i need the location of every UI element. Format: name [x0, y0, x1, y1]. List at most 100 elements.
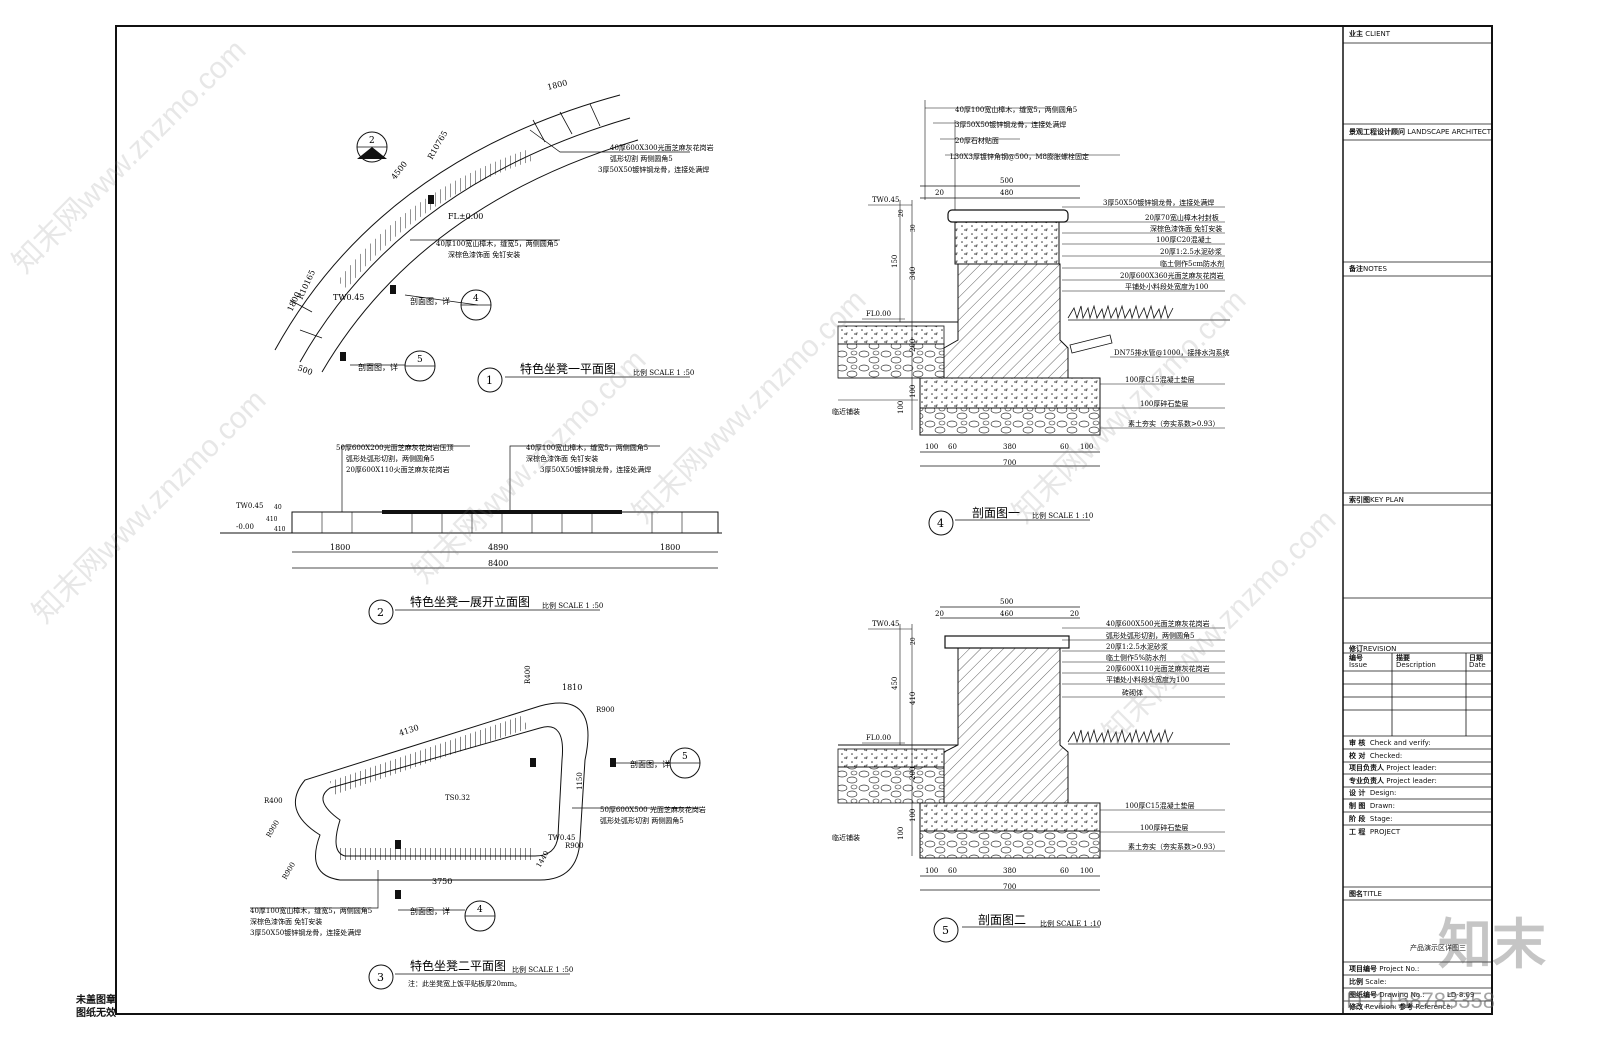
elev2-vdim-0: 40 [274, 504, 282, 511]
sec4-note-r11: 素土夯实（夯实系数>0.93） [1128, 419, 1219, 428]
tb-revision: 修订REVISION [1349, 645, 1396, 654]
sec4-top-dim-2: 480 [1000, 189, 1013, 197]
sec4-bottom-dim-2: 380 [1003, 443, 1016, 451]
sec5-note-r1: 弧形处弧形切割，两侧圆角5 [1106, 631, 1194, 640]
elev2-vdim-1: 410 [266, 516, 278, 523]
plan3-radius-5: R900 [265, 819, 281, 839]
plan3-note-l2: 3厚50X50镀锌钢龙骨，连接处满焊 [250, 928, 361, 937]
tb-client: 业主 CLIENT [1349, 30, 1390, 39]
tb-sign-row: 设 计 Design: [1349, 789, 1396, 798]
plan1-note-a1: 弧形切割 两侧圆角5 [610, 154, 673, 163]
sec4-left-fl: FL0.00 [866, 310, 891, 318]
tb-project-no-cn: 项目编号 [1349, 965, 1377, 973]
plan1-title: 特色坐凳一平面图 [520, 361, 616, 376]
tb-reference-en: Reference: [1415, 1003, 1453, 1011]
tb-sign-3-cn: 专业负责人 [1349, 777, 1384, 785]
tb-rev-col-desc-cn: 描要 [1396, 654, 1410, 662]
tb-sign-2-en: Project leader: [1386, 764, 1437, 772]
plan3-dim-1810: 1810 [562, 683, 582, 692]
tb-sign-1-en: Checked: [1369, 752, 1403, 760]
elev2-note-l2: 20厚600X110火面芝麻灰花岗岩 [346, 465, 450, 474]
tb-architect-en: LANDSCAPE ARCHITECT [1407, 128, 1492, 136]
sec4-top-dim-1: 500 [1000, 177, 1013, 185]
sec5-bottom-dim-4: 100 [1080, 867, 1093, 875]
elev2-note-r2: 3厚50X50镀锌钢龙骨，连接处满焊 [540, 465, 651, 474]
elev2-note-l0: 50厚600X200光面芝麻灰花岗岩压顶 [336, 443, 454, 452]
plan3-bubble-4: 4 [477, 905, 483, 915]
sec4-note-r3: 100厚C20混凝土 [1156, 235, 1212, 244]
plan3-radius-4: R400 [524, 665, 532, 684]
plan3-note-l0: 40厚100宽山樟木，缝宽5，两侧圆角5 [250, 906, 372, 915]
plan1-ref-a: 剖面图，详 [410, 296, 450, 306]
tb-revision-cn: 修订 [1349, 645, 1363, 653]
plan1-fl: FL±0.00 [448, 212, 483, 221]
sec5-note-r6: 砖砌体 [1122, 688, 1143, 697]
plan1-dim-1800-top: 1800 [546, 78, 568, 92]
tb-architect-cn: 景观工程设计顾问 [1349, 128, 1405, 136]
sec5-note-r3: 临土侧作5%防水剂 [1106, 653, 1166, 662]
tb-sign-row: 校 对 Checked: [1349, 752, 1402, 761]
sec4-note-r2: 深棕色漆饰面 免钉安装 [1150, 224, 1222, 233]
plan3-number: 3 [377, 971, 384, 984]
tb-sign-6-cn: 阶 段 [1349, 815, 1366, 823]
plan1-number: 1 [486, 374, 493, 387]
watermark-logo: 知末 [1438, 915, 1546, 975]
sec4-note-r5: 临土侧作5cm防水剂 [1160, 259, 1224, 268]
tb-keyplan: 索引图KEY PLAN [1349, 496, 1404, 505]
sec4-vdim-2: 150 [891, 255, 899, 268]
tb-rev-col-date-en: Date [1469, 661, 1486, 669]
sec4-note-r0: 3厚50X50镀锌钢龙骨，连接处满焊 [1103, 198, 1214, 207]
plan1-bubble-5: 5 [417, 355, 423, 365]
plan-3: 4130 1810 3750 1440 1150 R400 R900 R900 … [250, 665, 706, 990]
sec4-bottom-dim-4: 100 [1080, 443, 1093, 451]
sec4-note-top1: 3厚50X50镀锌钢龙骨，连接处满焊 [955, 120, 1066, 129]
sec5-bottom-dim-0: 100 [925, 867, 938, 875]
tb-revision-no-cn: 修改 [1349, 1003, 1363, 1011]
sec4-vdim-5: 100 [909, 385, 917, 398]
plan3-dim-1440: 1440 [535, 850, 551, 869]
titleblock-grid [1343, 42, 1492, 1002]
tb-project-cn: 工 程 [1349, 828, 1366, 836]
sec4-title: 剖面图一 [972, 506, 1020, 520]
elev2-base: -0.00 [236, 523, 254, 531]
sec5-vdim-4: 100 [909, 809, 917, 822]
plan1-scale: 比例 SCALE 1 :50 [633, 368, 694, 377]
sec4-left-pave: 临近铺装 [832, 407, 860, 416]
plan1-bubble-4: 4 [473, 294, 479, 304]
plan3-dim-3750: 3750 [432, 877, 452, 886]
sec4-note-r9: 100厚C15混凝土垫层 [1125, 375, 1195, 384]
watermark-id: ID: 1158783358 [1340, 988, 1495, 1013]
tb-revision-no-en: Revision: [1365, 1003, 1397, 1011]
tb-client-en: CLIENT [1365, 30, 1391, 38]
sec4-note-r7: 平铺处小料段处宽度为100 [1125, 282, 1208, 291]
plan3-radius-0: R400 [264, 797, 283, 805]
sec4-left-tw: TW0.45 [872, 196, 899, 204]
sec4-note-r1: 20厚70宽山樟木衬封板 [1145, 213, 1219, 222]
sec5-bottom-dim-5: 700 [1003, 883, 1016, 891]
tb-keyplan-cn: 索引图 [1349, 496, 1370, 504]
plan3-note-l1: 深棕色漆饰面 免钉安装 [250, 917, 322, 926]
sec5-bottom-dim-2: 380 [1003, 867, 1016, 875]
sec4-bottom-dim-0: 100 [925, 443, 938, 451]
tb-sign-2-cn: 项目负责人 [1349, 764, 1384, 772]
tb-sign-0-en: Check and verify: [1369, 739, 1431, 747]
tb-sign-1-cn: 校 对 [1349, 752, 1366, 760]
tb-notes-en: NOTES [1363, 265, 1387, 273]
tb-sign-row: 阶 段 Stage: [1349, 815, 1392, 824]
plan1-note-a2: 3厚50X50镀锌钢龙骨，连接处满焊 [598, 165, 709, 174]
sec5-note-r8: 100厚碎石垫层 [1140, 823, 1188, 832]
tb-rev-col-issue-cn: 编号 [1349, 654, 1363, 662]
tb-architect: 景观工程设计顾问 LANDSCAPE ARCHITECT [1349, 128, 1491, 137]
sec4-bottom-dim-3: 60 [1060, 443, 1069, 451]
sec4-note-top0: 40厚100宽山樟木，缝宽5，两侧圆角5 [955, 105, 1077, 114]
plan3-ref-b: 剖面图，详 [630, 759, 670, 769]
sec5-scale: 比例 SCALE 1 :10 [1040, 919, 1101, 928]
sec5-note-r4: 20厚600X110光面芝麻灰花岗岩 [1106, 664, 1210, 673]
sec5-bottom-dim-1: 60 [948, 867, 957, 875]
plan3-ts: TS0.32 [445, 794, 470, 802]
tb-notes: 备注NOTES [1349, 265, 1387, 274]
elev2-dim-8400: 8400 [488, 559, 508, 568]
plan1-tw: TW0.45 [333, 293, 364, 302]
